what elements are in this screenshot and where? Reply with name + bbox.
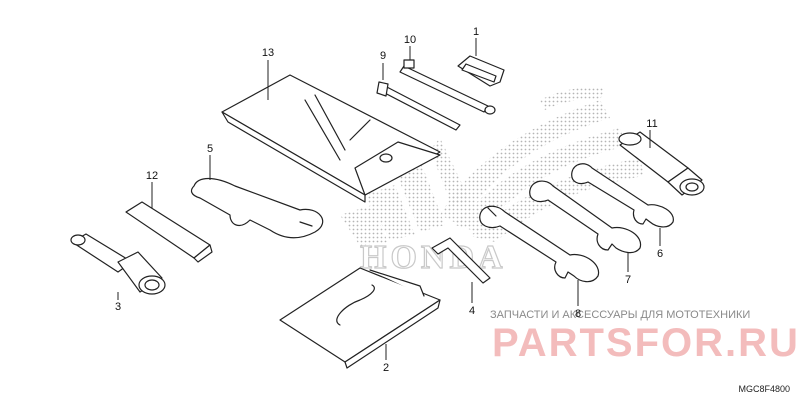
part-6-open-end-wrench <box>571 163 674 228</box>
part-5-pin-spanner <box>190 177 324 239</box>
part-12-handle-grip <box>125 201 213 263</box>
callout-13: 13 <box>262 47 274 59</box>
callout-4: 4 <box>469 305 475 317</box>
watermark-subtitle: ЗАПЧАСТИ И АКСЕССУАРЫ ДЛЯ МОТОТЕХНИКИ <box>490 309 750 321</box>
callout-9: 9 <box>380 50 386 62</box>
partsfor-watermark: ЗАПЧАСТИ И АКСЕССУАРЫ ДЛЯ МОТОТЕХНИКИ PA… <box>490 309 800 365</box>
part-4-hex-key <box>431 237 491 284</box>
callout-7: 7 <box>625 274 631 286</box>
figure-code: MGC8F4800 <box>738 384 790 394</box>
callout-2: 2 <box>383 362 389 374</box>
callout-5: 5 <box>207 143 213 155</box>
callout-3: 3 <box>115 301 121 313</box>
part-3-spark-plug-wrench <box>70 233 166 295</box>
part-9-screwdriver-bit <box>376 81 461 131</box>
callout-labels: 13 9 10 1 11 12 5 3 4 7 6 2 <box>115 26 663 374</box>
callout-10: 10 <box>404 34 416 46</box>
part-11-socket-wrench <box>618 131 705 196</box>
honda-wordmark: HONDA <box>360 239 507 276</box>
leader-lines <box>117 38 661 360</box>
callout-8: 8 <box>575 308 581 320</box>
callout-11: 11 <box>646 118 657 130</box>
watermark-brand: PARTSFOR.RU <box>492 321 800 365</box>
callout-1: 1 <box>473 26 479 38</box>
part-2-manual-pouch <box>279 267 441 369</box>
part-7-open-end-wrench <box>529 180 642 254</box>
callout-6: 6 <box>657 248 663 260</box>
part-13-tool-bag <box>221 74 441 203</box>
callout-12: 12 <box>146 170 158 182</box>
part-8-open-end-wrench <box>479 205 600 283</box>
part-10-screwdriver <box>399 59 496 115</box>
part-1-fuse-puller <box>457 55 505 87</box>
